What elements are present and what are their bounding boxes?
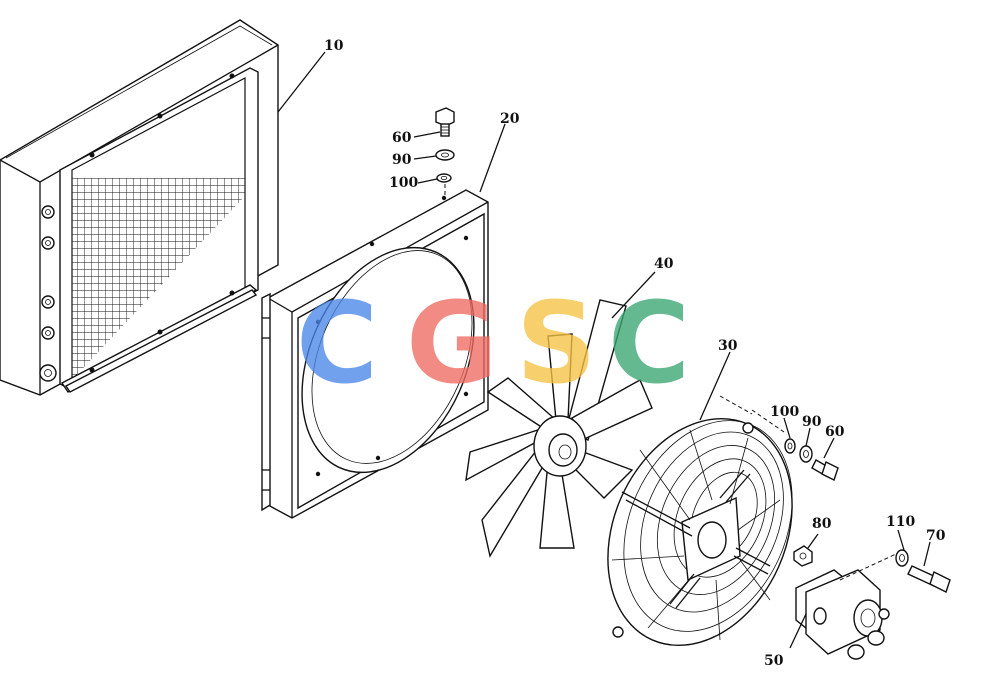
watermark-letter-g: G <box>406 279 498 409</box>
callout-110: 110 <box>886 514 915 530</box>
callout-80: 80 <box>812 516 832 532</box>
motor-fasteners <box>793 529 951 593</box>
callout-100-top: 100 <box>389 175 418 191</box>
callout-20: 20 <box>500 111 520 127</box>
callout-100-right: 100 <box>770 404 799 420</box>
callout-90-top: 90 <box>392 152 412 168</box>
callout-50: 50 <box>764 653 784 669</box>
callout-10: 10 <box>324 38 344 54</box>
callout-90-right: 90 <box>802 414 822 430</box>
callout-60-top: 60 <box>392 130 412 146</box>
callout-70: 70 <box>926 528 946 544</box>
watermark-letter-c2: C <box>608 279 690 409</box>
callout-60-right: 60 <box>825 424 845 440</box>
fan-blade <box>465 271 656 558</box>
fan-shroud <box>261 123 506 519</box>
top-fasteners <box>413 107 455 196</box>
hydraulic-motor <box>789 569 890 660</box>
radiator-cooler <box>0 19 326 396</box>
watermark-letter-c1: C <box>296 279 378 409</box>
callout-30: 30 <box>718 338 738 354</box>
guard-fasteners <box>783 417 839 481</box>
watermark-letter-s: S <box>516 279 597 409</box>
callout-40: 40 <box>654 256 674 272</box>
watermark-logo: C G S C <box>296 279 690 409</box>
fan-guard <box>607 351 793 647</box>
